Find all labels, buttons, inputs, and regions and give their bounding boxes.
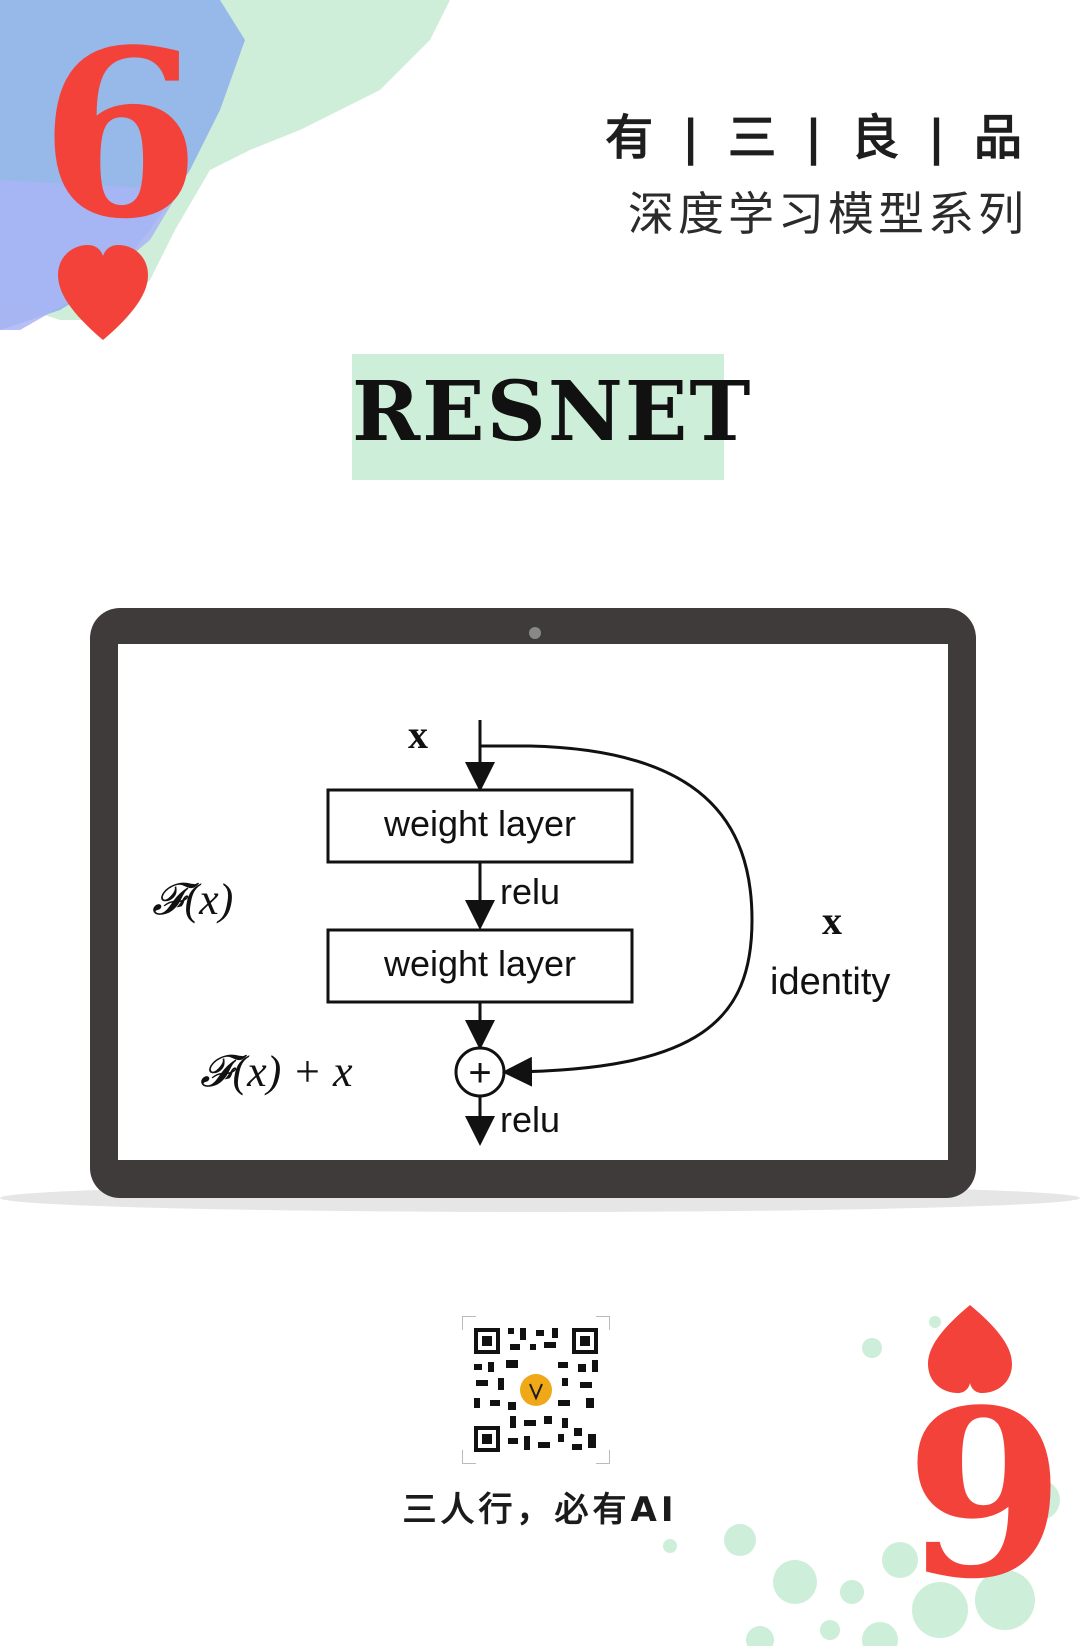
series-title: 深度学习模型系列 xyxy=(628,187,1028,241)
weight-layer-2-label: weight layer xyxy=(383,943,576,984)
title-highlight xyxy=(352,354,724,480)
sum-expression-label: 𝓕(x) + x xyxy=(200,1047,353,1096)
qr-logo xyxy=(520,1374,552,1406)
sum-plus-symbol: + xyxy=(468,1051,491,1095)
page-title: RESNET xyxy=(352,364,753,460)
input-label: x xyxy=(408,712,428,757)
green-dots xyxy=(663,1316,1060,1646)
residual-function-label: 𝓕(x) xyxy=(152,875,233,924)
brand-name: 有 | 三 | 良 | 品 xyxy=(605,110,1028,166)
weight-layer-2 xyxy=(326,928,634,1004)
relu-label-1: relu xyxy=(500,871,560,912)
heart-top-left xyxy=(58,245,148,340)
identity-shortcut xyxy=(480,744,754,1087)
weight-layer-1-label: weight layer xyxy=(383,803,576,844)
card-rank-bottom: 9 xyxy=(905,1360,1066,1630)
webcam-dot xyxy=(529,627,541,639)
qr-code[interactable] xyxy=(462,1316,610,1464)
weight-layer-1 xyxy=(326,788,634,864)
card-rank-top: 6 xyxy=(40,0,200,270)
heart-bottom-right xyxy=(928,1305,1012,1393)
laptop-illustration: x weight layer relu weight layer + relu … xyxy=(0,608,1080,1212)
identity-x-label: x xyxy=(822,898,842,943)
footer-slogan: 三人行，必有AI xyxy=(402,1490,678,1530)
relu-label-2: relu xyxy=(500,1099,560,1140)
identity-label: identity xyxy=(770,961,890,1003)
laptop-screen xyxy=(118,644,948,1160)
